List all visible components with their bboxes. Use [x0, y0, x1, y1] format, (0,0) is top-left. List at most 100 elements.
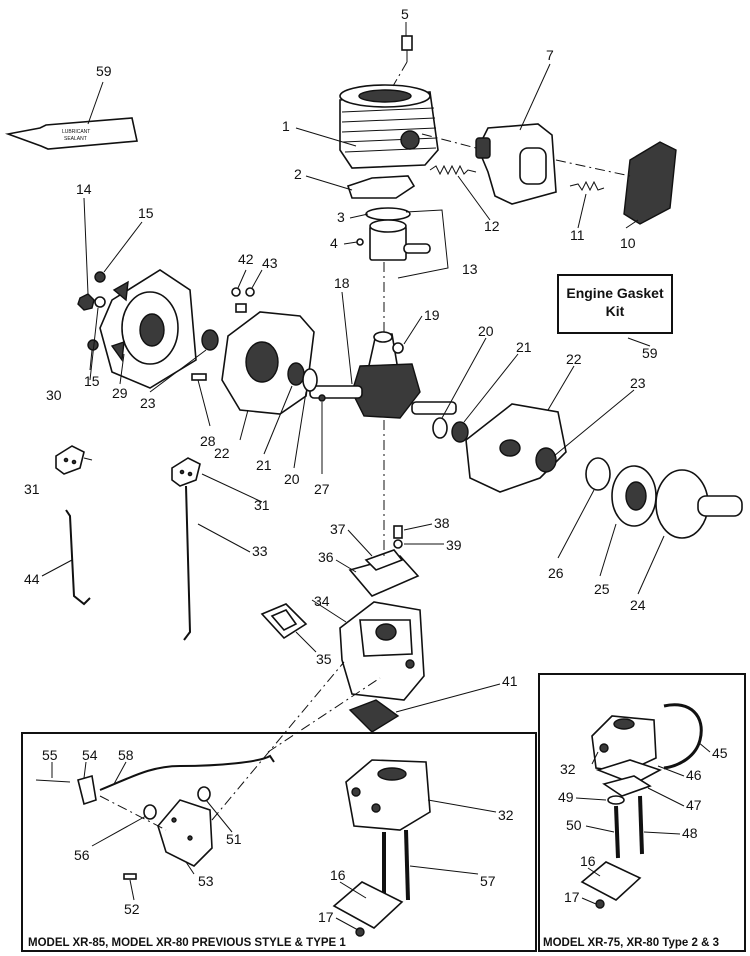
flywheel-washer	[94, 296, 106, 308]
callout-21-right: 21	[516, 339, 532, 355]
callout-59-tube: 59	[96, 63, 112, 79]
callout-23-left: 23	[140, 395, 156, 411]
callout-30: 30	[46, 387, 62, 403]
bearing-21-left	[287, 362, 305, 386]
tube-label-line1: LUBRICANT	[62, 129, 90, 135]
clutch-drum	[655, 469, 743, 539]
callout-57: 57	[480, 873, 496, 889]
callout-58: 58	[118, 747, 134, 763]
tube-label-line2: SEALANT	[64, 136, 87, 142]
crankcase-right	[465, 403, 567, 493]
air-filter-cover	[623, 141, 677, 225]
part-number-labels: 1 2 3 4 5 7 10 11 12 13 14 15 15 16 16 1…	[24, 6, 728, 925]
carburetor-left	[345, 759, 431, 831]
cylinder-gasket	[346, 175, 416, 199]
callout-3: 3	[337, 209, 345, 225]
callout-27: 27	[314, 481, 330, 497]
callout-14: 14	[76, 181, 92, 197]
callout-32-right: 32	[560, 761, 576, 777]
screw-42	[231, 287, 241, 297]
piston-ring	[365, 207, 411, 221]
fitting-54	[77, 774, 97, 806]
callout-43: 43	[262, 255, 278, 271]
callout-55: 55	[42, 747, 58, 763]
screw-52	[123, 873, 137, 880]
seal-20-right	[432, 417, 448, 439]
cylinder	[339, 84, 439, 169]
callout-31-right: 31	[254, 497, 270, 513]
callout-22-right: 22	[566, 351, 582, 367]
caption-right-models: MODEL XR-75, XR-80 Type 2 & 3	[543, 937, 719, 949]
callout-47: 47	[686, 797, 702, 813]
callout-24: 24	[630, 597, 646, 613]
flywheel	[99, 269, 197, 389]
callout-5: 5	[401, 6, 409, 22]
callout-46: 46	[686, 767, 702, 783]
spring-11	[569, 180, 605, 192]
caption-left-models: MODEL XR-85, MODEL XR-80 PREVIOUS STYLE …	[28, 937, 346, 949]
callout-16-right: 16	[580, 853, 596, 869]
callout-18: 18	[334, 275, 350, 291]
callout-56: 56	[74, 847, 90, 863]
block-31-left	[55, 445, 85, 475]
choke-rod-44	[65, 509, 91, 606]
reed-37	[364, 549, 404, 571]
callout-38: 38	[434, 515, 450, 531]
washer-19	[392, 342, 404, 354]
air-filter-housing	[475, 123, 557, 205]
sealant-tube: LUBRICANT SEALANT	[4, 117, 138, 150]
callout-21-left: 21	[256, 457, 272, 473]
gasket-35	[260, 603, 308, 640]
callout-19: 19	[424, 307, 440, 323]
pump-cover-right	[580, 861, 642, 901]
callout-2: 2	[294, 166, 302, 182]
callout-17-left: 17	[318, 909, 334, 925]
screw-55	[35, 779, 71, 783]
clutch-washer	[585, 457, 611, 491]
callout-41: 41	[502, 673, 518, 689]
crankcase-left	[221, 303, 315, 415]
seal-left	[201, 329, 219, 351]
callout-59-kit: 59	[642, 345, 658, 361]
washer-49	[607, 795, 625, 805]
callout-1: 1	[282, 118, 290, 134]
throttle-rod-33	[183, 485, 192, 641]
callout-28: 28	[200, 433, 216, 449]
screw-43	[245, 287, 255, 297]
callout-37: 37	[330, 521, 346, 537]
callout-26: 26	[548, 565, 564, 581]
pin-clip	[356, 238, 364, 246]
callout-10: 10	[620, 235, 636, 251]
callout-15-upper: 15	[138, 205, 154, 221]
callout-17-right: 17	[564, 889, 580, 905]
callout-13: 13	[462, 261, 478, 277]
callout-22-left: 22	[214, 445, 230, 461]
callout-31-left: 31	[24, 481, 40, 497]
kit-label-line2: Kit	[606, 303, 625, 319]
callout-25: 25	[594, 581, 610, 597]
callout-53: 53	[198, 873, 214, 889]
callout-45: 45	[712, 745, 728, 761]
bolt-50	[614, 805, 620, 859]
spring-12	[429, 164, 477, 176]
callout-48: 48	[682, 825, 698, 841]
carburetor-adaptor	[339, 601, 425, 701]
fuel-line-58	[99, 754, 275, 791]
callout-36: 36	[318, 549, 334, 565]
bearing-21-right	[451, 421, 469, 443]
piston	[369, 219, 407, 261]
callout-12: 12	[484, 218, 500, 234]
bolt-48	[638, 795, 644, 855]
flywheel-clip-upper	[94, 271, 106, 283]
engine-gasket-kit-box: Engine Gasket Kit	[557, 274, 673, 334]
crankshaft-assembly	[309, 331, 457, 419]
callout-39: 39	[446, 537, 462, 553]
callout-49: 49	[558, 789, 574, 805]
callout-51: 51	[226, 831, 242, 847]
callout-7: 7	[546, 47, 554, 63]
callout-16-left: 16	[330, 867, 346, 883]
washer-39	[393, 539, 403, 549]
callout-15-lower: 15	[84, 373, 100, 389]
carb-gasket-41	[348, 699, 400, 733]
